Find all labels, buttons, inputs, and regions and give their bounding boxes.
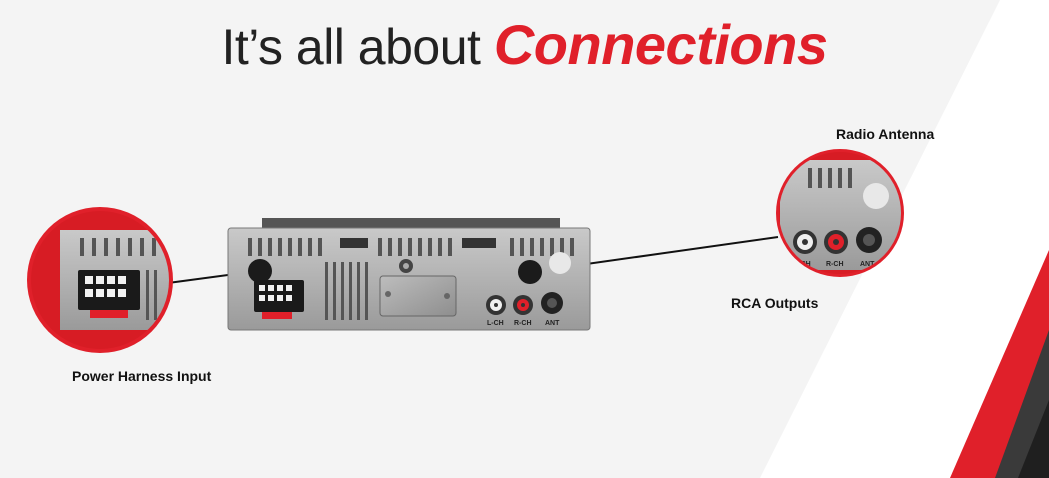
headline-prefix: It’s all about <box>221 19 481 75</box>
headline: It’s all about Connections <box>0 10 1049 82</box>
radio-antenna-label: Radio Antenna <box>836 126 935 142</box>
rca-jack-icon <box>793 230 848 254</box>
power-harness-label: Power Harness Input <box>72 368 212 384</box>
power-connector-icon <box>78 270 140 318</box>
radio-chassis: L-CH R-CH ANT <box>227 218 591 331</box>
headline-accent: Connections <box>493 13 828 76</box>
rca-outputs-label: RCA Outputs <box>731 295 819 311</box>
zoom-ant-label: ANT <box>860 261 875 268</box>
chassis-lch-label: L-CH <box>487 320 504 327</box>
zoom-rch-label: R-CH <box>826 261 844 268</box>
chassis-ant-label: ANT <box>545 320 560 327</box>
rca-antenna-zoom: L-CH R-CH ANT <box>776 149 904 277</box>
antenna-jack-icon <box>856 227 882 253</box>
chassis-rch-label: R-CH <box>514 320 532 327</box>
power-harness-zoom <box>27 207 173 353</box>
